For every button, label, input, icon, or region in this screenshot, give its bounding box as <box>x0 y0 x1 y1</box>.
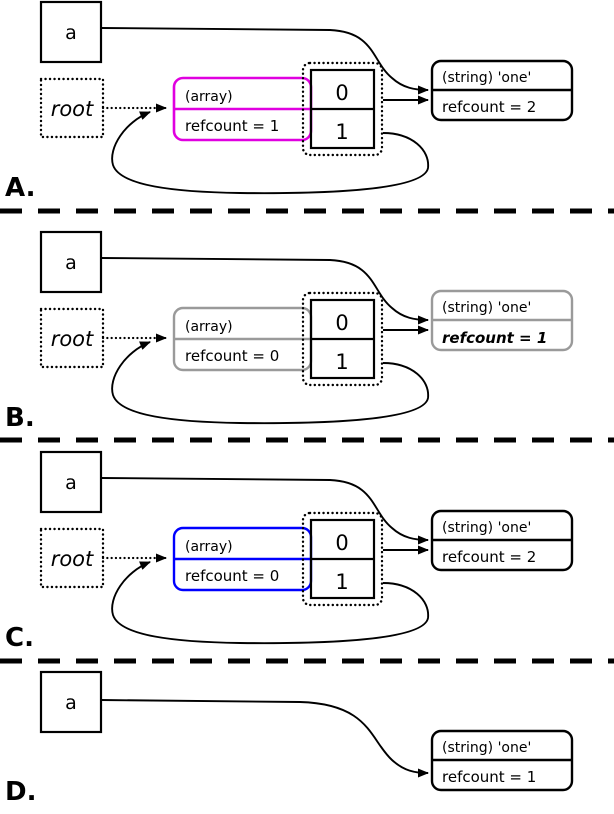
variable-box-a: a <box>39 450 103 514</box>
variable-box-label: a <box>65 472 77 494</box>
panel-label-c: C. <box>5 623 34 653</box>
panel-b: a root (array) refcount = 0 0 1 (string)… <box>5 230 574 433</box>
string-box: (string) 'one' refcount = 2 <box>430 59 574 122</box>
array-cell-index-0: 0 <box>335 531 348 555</box>
edge-a-to-string <box>100 477 429 545</box>
panel-label-b: B. <box>5 403 35 433</box>
array-box-type: (array) <box>185 539 233 555</box>
array-box-refcount: refcount = 0 <box>185 347 279 365</box>
array-box: (array) refcount = 0 <box>172 306 313 372</box>
array-cells-outline <box>301 61 384 157</box>
string-box: (string) 'one' refcount = 2 <box>430 509 574 572</box>
panel-label-a: A. <box>5 173 35 203</box>
root-box-label: root <box>51 97 94 121</box>
variable-box-label: a <box>65 692 77 714</box>
array-cells-outline <box>301 511 384 607</box>
root-box-label: root <box>51 327 94 351</box>
root-box: root <box>39 527 105 589</box>
panel-label-d: D. <box>5 777 36 807</box>
string-box-refcount: refcount = 1 <box>442 329 547 347</box>
array-box-refcount: refcount = 1 <box>185 117 279 135</box>
array-cell-index-1: 1 <box>335 350 348 374</box>
string-box-refcount: refcount = 1 <box>442 768 536 786</box>
root-box-label: root <box>51 547 94 571</box>
variable-box-label: a <box>65 22 77 44</box>
array-cell-index-0: 0 <box>335 81 348 105</box>
string-box-type: (string) 'one' <box>442 300 531 316</box>
variable-box-a: a <box>39 670 103 734</box>
string-box-type: (string) 'one' <box>442 520 531 536</box>
panel-c: a root (array) refcount = 0 0 1 (string)… <box>5 450 574 653</box>
variable-box-a: a <box>39 0 103 64</box>
variable-box-label: a <box>65 252 77 274</box>
edge-cell1-cycle-to-array <box>111 111 429 195</box>
string-box-type: (string) 'one' <box>442 740 531 756</box>
array-box: (array) refcount = 1 <box>172 76 313 142</box>
string-box: (string) 'one' refcount = 1 <box>430 289 574 352</box>
array-cells-outline <box>301 291 384 387</box>
array-box-type: (array) <box>185 319 233 335</box>
array-cell-index-0: 0 <box>335 311 348 335</box>
array-cells: 0 1 <box>301 61 384 157</box>
array-box-type: (array) <box>185 89 233 105</box>
edge-a-to-string <box>100 699 429 778</box>
string-box: (string) 'one' refcount = 1 <box>430 729 574 792</box>
edge-cell1-cycle-to-array <box>111 561 429 645</box>
variable-box-a: a <box>39 230 103 294</box>
string-box-refcount: refcount = 2 <box>442 548 536 566</box>
string-box-type: (string) 'one' <box>442 70 531 86</box>
edge-a-to-string <box>100 27 429 95</box>
edge-a-to-string <box>100 257 429 325</box>
string-box-refcount: refcount = 2 <box>442 98 536 116</box>
array-cells: 0 1 <box>301 291 384 387</box>
panel-d: a (string) 'one' refcount = 1 D. <box>5 670 574 807</box>
root-box: root <box>39 307 105 369</box>
array-box: (array) refcount = 0 <box>172 526 313 592</box>
array-cells: 0 1 <box>301 511 384 607</box>
array-box-refcount: refcount = 0 <box>185 567 279 585</box>
panel-a: a root (array) refcount = 1 0 1 (string)… <box>5 0 574 203</box>
array-cell-index-1: 1 <box>335 120 348 144</box>
root-box: root <box>39 77 105 139</box>
array-cell-index-1: 1 <box>335 570 348 594</box>
edge-cell1-cycle-to-array <box>111 341 429 425</box>
